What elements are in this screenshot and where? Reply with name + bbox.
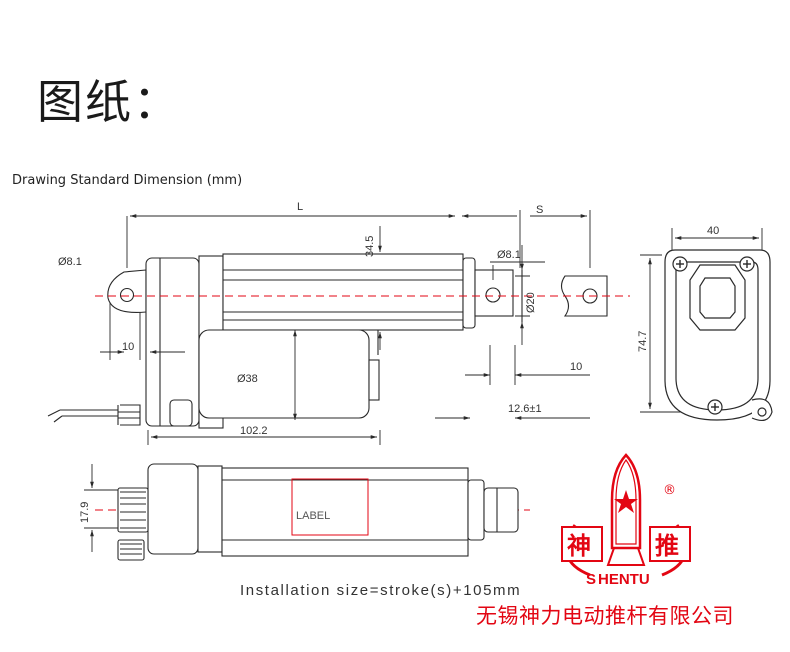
logo-right-char: 推 <box>655 532 679 560</box>
front-hole <box>485 287 501 303</box>
end-window <box>689 264 746 331</box>
outer-tube <box>222 253 464 331</box>
shentu-logo: 神 推 HENTU S ® <box>561 453 691 588</box>
page-title: 图纸： <box>37 75 181 129</box>
bottom-view <box>117 463 519 561</box>
rear-hole <box>119 287 135 303</box>
motor-body <box>198 329 370 419</box>
end-view <box>664 249 773 422</box>
dim-height: 34.5 <box>364 236 376 257</box>
dim-rod-end: 12.6±1 <box>508 403 542 415</box>
bottom-rod <box>483 487 519 533</box>
rod-end-fork <box>560 275 608 317</box>
inner-rod <box>474 269 514 317</box>
bottom-tube <box>221 467 469 557</box>
dim-rear-hole: Ø8.1 <box>58 256 82 268</box>
end-screws <box>676 260 751 411</box>
dim-end-height: 74.7 <box>637 331 649 352</box>
dim-end-width: 40 <box>707 225 719 237</box>
label-text: LABEL <box>296 510 330 522</box>
logo-left-char: 神 <box>567 532 591 560</box>
cable <box>117 404 141 426</box>
dim-front-offset: 10 <box>570 361 582 373</box>
company-name: 无锡神力电动推杆有限公司 <box>476 604 734 628</box>
dim-bottom-height: 17.9 <box>79 502 91 523</box>
bottom-gearbox <box>147 463 199 555</box>
drawing-subtitle: Drawing Standard Dimension (mm) <box>12 173 243 188</box>
logo-brand: HENTU <box>598 571 650 588</box>
bottom-connector <box>117 487 149 533</box>
dim-rear-offset: 10 <box>122 341 134 353</box>
rear-clevis <box>107 269 147 313</box>
dim-length: L <box>297 201 303 213</box>
logo-rocket <box>610 453 642 550</box>
dim-motor-length: 102.2 <box>240 425 268 437</box>
logo-star <box>614 490 638 513</box>
dim-front-hole: Ø8.1 <box>497 249 521 261</box>
front-cap <box>462 257 476 329</box>
dim-motor-diameter: Ø38 <box>237 373 258 385</box>
installation-note: Installation size=stroke(s)+105mm <box>240 582 522 599</box>
label-area <box>291 478 369 536</box>
registered-mark: ® <box>663 483 676 498</box>
logo-brand-s: S <box>586 571 596 588</box>
dim-rod-diameter: Ø20 <box>525 292 537 313</box>
dim-stroke: S <box>536 204 543 216</box>
cable-gland <box>169 399 193 427</box>
side-view <box>47 253 608 429</box>
